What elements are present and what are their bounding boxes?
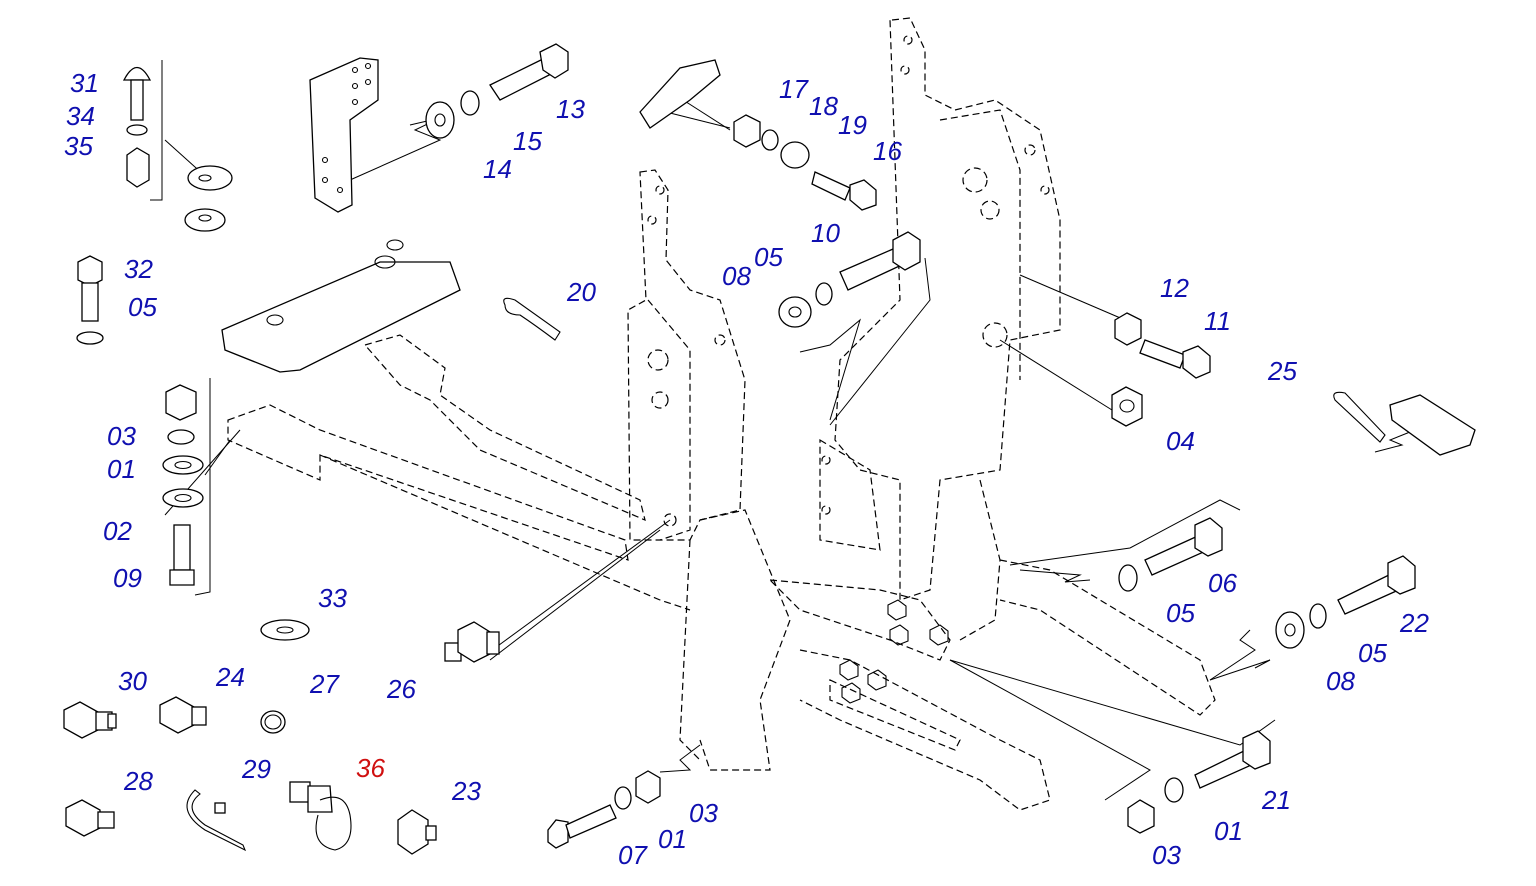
part-clip-25 [1333,391,1386,443]
part-label-04: 04 [1166,426,1195,456]
part-nut-17 [733,114,761,148]
frame-drawing [227,17,1216,811]
part-washer-18 [761,129,779,151]
part-fitting-28 [65,799,115,837]
part-label-29: 29 [241,754,271,784]
part-label-14: 14 [483,154,512,184]
part-label-24: 24 [215,662,245,692]
part-label-10: 10 [811,218,840,248]
part-label-03b: 03 [689,798,718,828]
part-drilled-plate [221,239,461,373]
part-nut-03b [635,770,661,804]
part-label-18: 18 [809,91,838,121]
part-bolt-21 [1194,730,1271,789]
part-pin-09 [169,524,195,586]
part-nut-12 [1114,312,1142,346]
part-label-34: 34 [66,101,95,131]
part-label-33: 33 [318,583,347,613]
part-washer-33 [260,619,310,641]
part-label-30: 30 [118,666,147,696]
part-label-02: 02 [103,516,132,546]
part-nut-04 [1111,386,1143,427]
part-label-31: 31 [70,68,99,98]
part-washer-34 [126,124,148,136]
part-fitting-30 [63,701,117,739]
part-label-22: 22 [1399,608,1429,638]
part-label-01c: 01 [1214,816,1243,846]
part-bolt-16 [811,171,877,211]
part-washer-02a [162,455,204,475]
part-bolt-11 [1139,339,1211,379]
part-label-08a: 08 [722,261,751,291]
part-bolt-32 [77,255,103,322]
part-label-13: 13 [556,94,585,124]
part-washer-08b [1275,611,1305,649]
part-small-plate [639,59,721,129]
leader-lines [150,60,1421,801]
part-coupler-26 [444,621,500,663]
part-washer-19 [780,141,810,169]
part-label-05d: 05 [1358,638,1387,668]
part-washer-02b [162,488,204,508]
part-clamp-plates [184,165,233,232]
part-washer-05b [815,282,833,306]
part-label-01a: 01 [107,454,136,484]
part-label-26: 26 [386,674,416,704]
part-bolt-06 [1144,517,1223,576]
part-washer-05c [1118,564,1138,592]
parts [63,43,1476,855]
part-cap-23 [397,809,437,855]
part-nut-03c [1127,799,1155,834]
part-nut-35 [126,147,150,188]
part-bracket-plate [309,57,379,213]
part-clip-20 [503,297,561,341]
part-label-27: 27 [309,669,340,699]
part-label-23: 23 [451,776,481,806]
part-label-19: 19 [838,110,867,140]
part-washer-05d [1309,603,1327,629]
part-bolt-22 [1337,555,1416,615]
part-label-20: 20 [566,277,596,307]
part-washer-14 [425,101,455,139]
part-bolt-13 [489,43,569,101]
part-label-06: 06 [1208,568,1237,598]
part-label-28: 28 [123,766,153,796]
part-label-16: 16 [873,136,902,166]
part-label-03a: 03 [107,421,136,451]
part-oring-27 [260,710,286,734]
part-fitting-24 [159,696,207,734]
part-carriage-bolt-31 [122,66,152,121]
part-lockwasher-01 [167,429,195,445]
part-label-05c: 05 [1166,598,1195,628]
part-washer-08a [778,296,812,328]
part-label-01b: 01 [658,824,687,854]
part-dustcap-36 [289,781,352,851]
part-bracket-25 [1389,394,1476,456]
part-label-35: 35 [64,131,93,161]
part-lockwasher-01c [1164,777,1184,803]
part-label-08b: 08 [1326,666,1355,696]
part-label-12: 12 [1160,273,1189,303]
part-label-36: 36 [356,753,385,783]
part-label-15: 15 [513,126,542,156]
part-label-25: 25 [1267,356,1297,386]
part-washer-15 [460,90,480,116]
part-label-09: 09 [113,563,142,593]
part-label-11: 11 [1204,306,1231,336]
part-label-05a: 05 [128,292,157,322]
part-bolt-07 [547,804,617,849]
part-label-21: 21 [1261,785,1291,815]
part-label-05b: 05 [754,242,783,272]
part-label-03c: 03 [1152,840,1181,870]
part-label-32: 32 [124,254,153,284]
part-label-07: 07 [618,840,648,870]
part-cable-tie-29 [186,789,247,852]
part-label-17: 17 [779,74,809,104]
part-bolt-10 [839,231,921,291]
part-washer-05 [76,331,104,345]
part-nut-03 [165,384,197,421]
part-lockwasher-01b [614,786,632,810]
